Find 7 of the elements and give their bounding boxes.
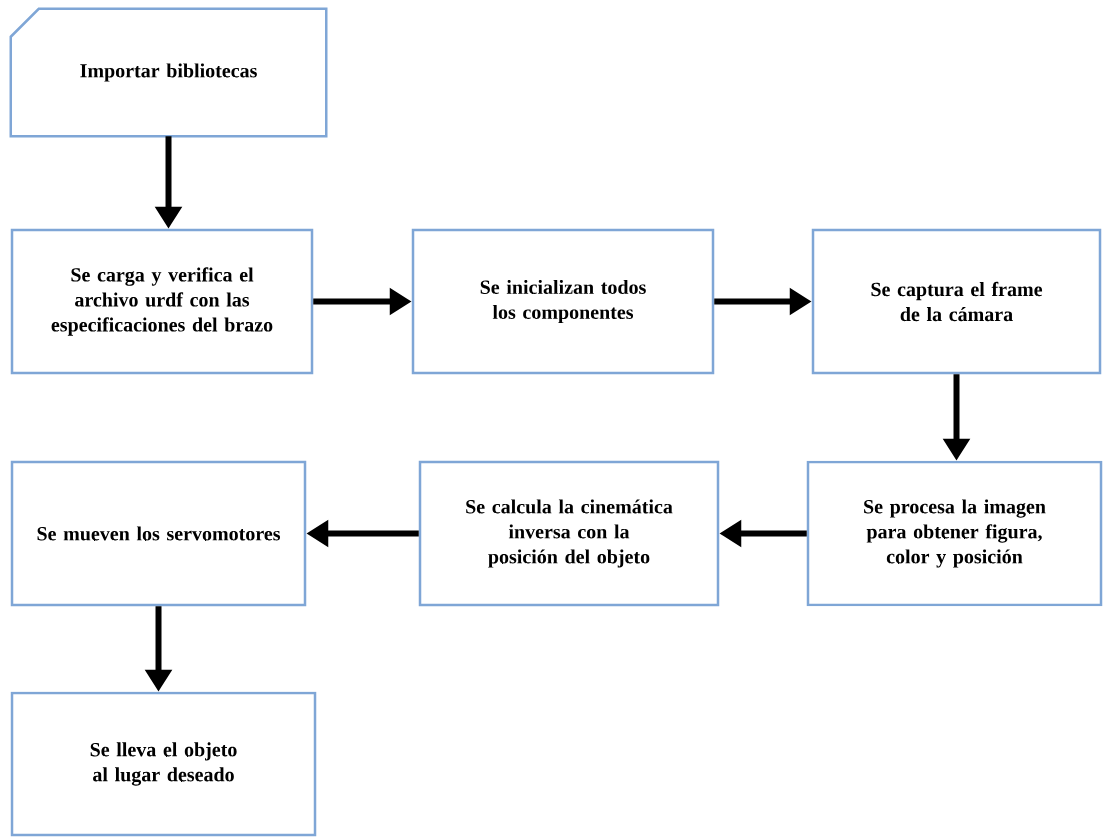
process-box: Se mueven los servomotores	[10, 460, 307, 607]
process-box: Se inicializan todos los componentes	[411, 228, 715, 375]
process-box: Se carga y verifica el archivo urdf con las especificaciones del brazo	[10, 228, 314, 375]
process-box: Se procesa la imagen para obtener figura, color y posición	[806, 460, 1103, 607]
process-box: Se lleva el objeto al lugar deseado	[10, 691, 317, 837]
process-box: Se calcula la cinemática inversa con la posición del objeto	[418, 460, 720, 607]
process-box: Se captura el frame de la cámara	[811, 228, 1102, 375]
